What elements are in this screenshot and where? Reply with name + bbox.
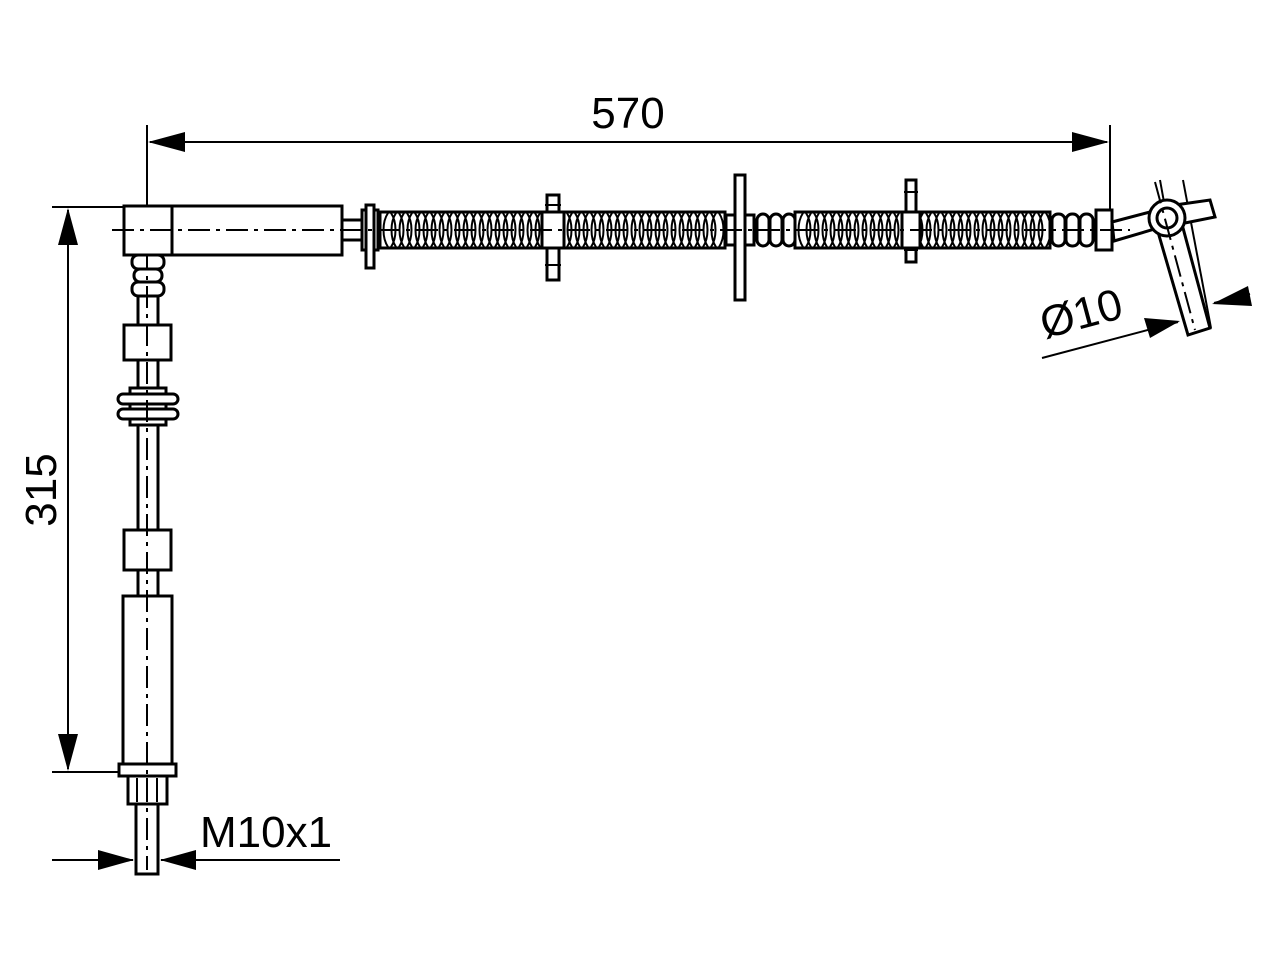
coil — [1021, 212, 1028, 248]
coil — [1013, 212, 1020, 248]
bracket-clip-2 — [900, 178, 922, 264]
dimension-height: 315 — [17, 206, 125, 773]
coil — [965, 212, 972, 248]
coil — [398, 212, 405, 248]
coil — [893, 212, 900, 248]
hose-nut — [360, 203, 380, 270]
length-label: 570 — [591, 89, 664, 138]
coil — [518, 212, 525, 248]
coil — [933, 212, 940, 248]
coil — [526, 212, 533, 248]
coil — [510, 212, 517, 248]
height-label: 315 — [17, 453, 66, 526]
coil — [478, 212, 485, 248]
coil — [662, 212, 669, 248]
coil — [590, 212, 597, 248]
bracket-clip-1 — [540, 193, 566, 282]
coil — [598, 212, 605, 248]
coil — [670, 212, 677, 248]
coil — [821, 212, 828, 248]
coil — [446, 212, 453, 248]
coil — [630, 212, 637, 248]
vertical-hose-arm — [116, 210, 180, 876]
coil — [941, 212, 948, 248]
coil — [678, 212, 685, 248]
coil — [829, 212, 836, 248]
coil — [702, 212, 709, 248]
banjo-eye — [1147, 181, 1217, 337]
thread-label: M10x1 — [200, 808, 332, 857]
mounting-plate — [724, 173, 756, 302]
coil — [861, 212, 868, 248]
coil — [638, 212, 645, 248]
coil — [853, 212, 860, 248]
coil — [406, 212, 413, 248]
coil — [438, 212, 445, 248]
dimension-eye-diameter: Ø10 — [1035, 179, 1252, 359]
coil — [638, 212, 645, 248]
coil — [566, 212, 573, 248]
coil — [1005, 212, 1012, 248]
coil — [710, 212, 717, 248]
horizontal-hose-arm — [112, 173, 1217, 337]
coil — [813, 212, 820, 248]
coil — [486, 212, 493, 248]
coil — [590, 212, 597, 248]
coil — [941, 212, 948, 248]
coil — [973, 212, 980, 248]
dimension-length: 570 — [146, 89, 1111, 210]
coil — [438, 212, 445, 248]
coil — [869, 212, 876, 248]
coil — [893, 212, 900, 248]
coil — [486, 212, 493, 248]
coil — [414, 212, 421, 248]
dimension-thread: M10x1 — [52, 800, 340, 875]
coil — [981, 212, 988, 248]
